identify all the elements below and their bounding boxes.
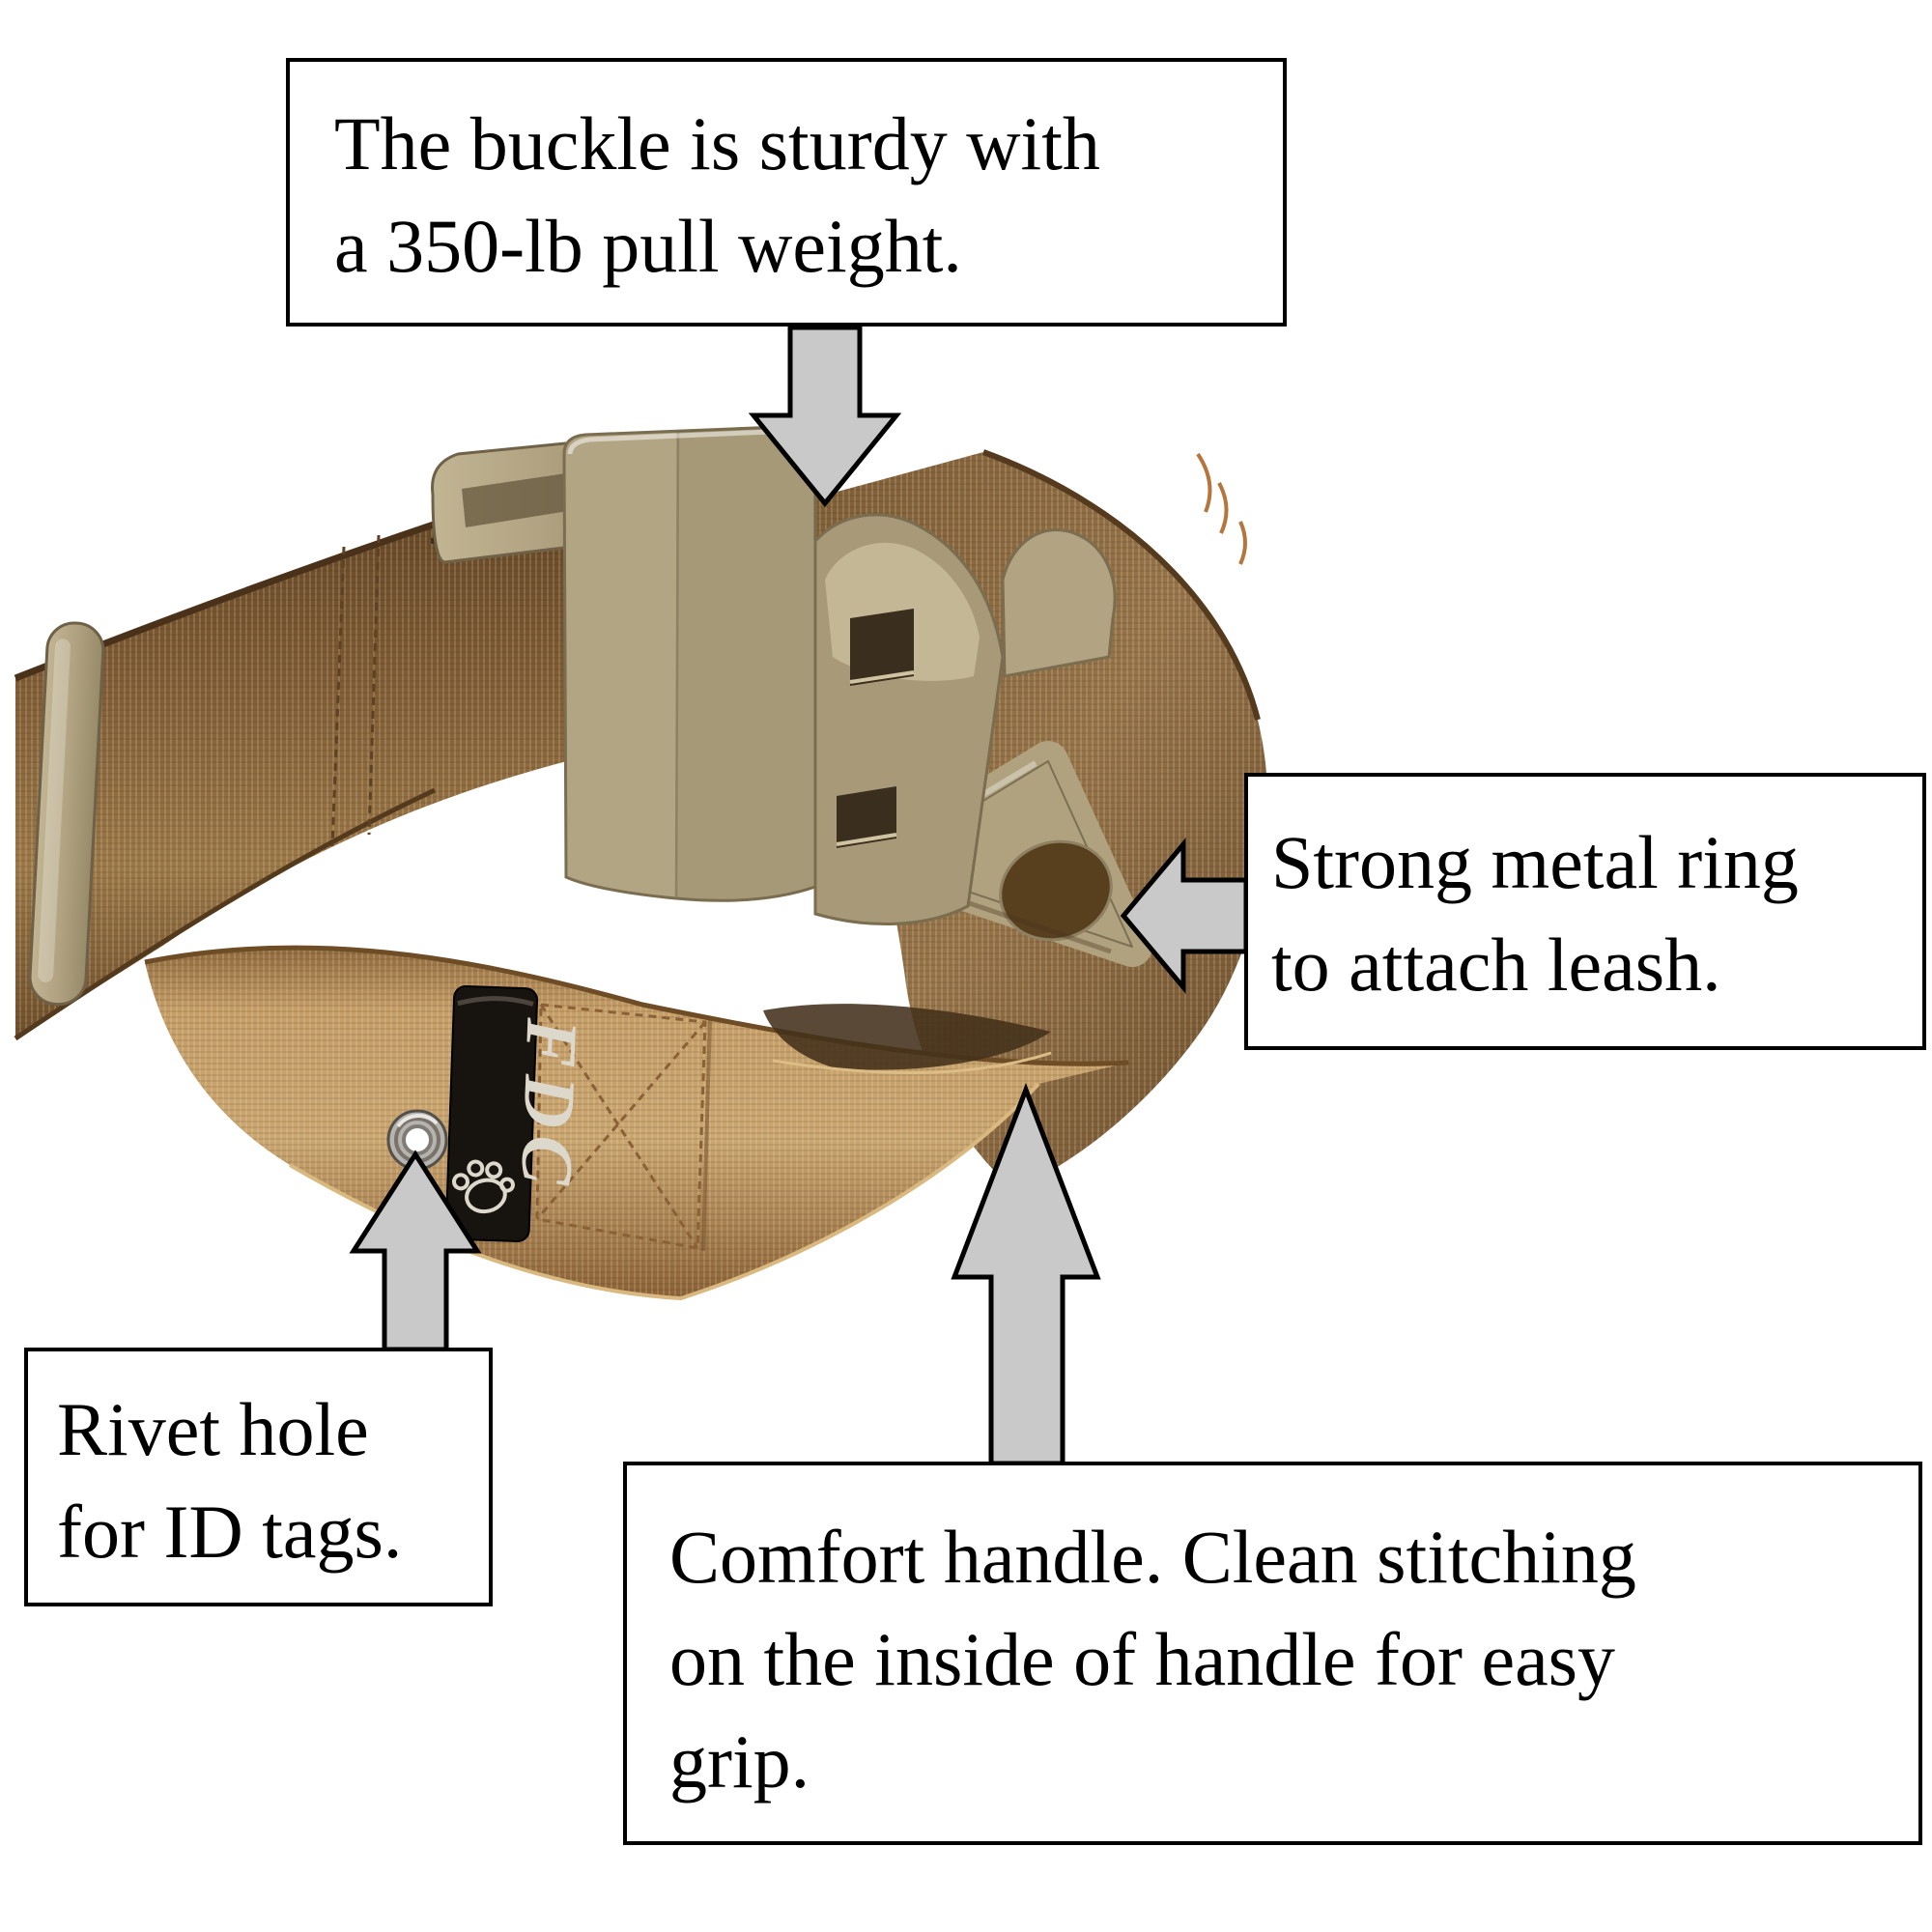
frayed-stitching <box>1196 452 1247 565</box>
callout-ring: Strong metal ring to attach leash. <box>1244 773 1926 1050</box>
callout-text-line: for ID tags. <box>57 1490 403 1574</box>
callout-text-line: The buckle is sturdy with <box>334 101 1100 185</box>
paw-icon <box>451 1159 515 1214</box>
comfort-handle <box>763 1004 1051 1070</box>
callout-text-line: grip. <box>669 1719 810 1804</box>
callout-handle: Comfort handle. Clean stitching on the i… <box>623 1462 1922 1845</box>
callout-text-line: Comfort handle. Clean stitching <box>669 1515 1636 1599</box>
fdc-tag: FDC <box>444 984 592 1243</box>
rivet-grommet <box>386 1109 448 1171</box>
slider-triglide <box>28 621 105 1007</box>
buckle-body <box>562 425 817 902</box>
seam-stitch <box>330 546 346 847</box>
callout-buckle: The buckle is sturdy with a 350-lb pull … <box>286 58 1287 327</box>
buckle-right-lobe <box>1001 528 1117 678</box>
handle-arrow <box>951 1082 1101 1466</box>
callout-rivet: Rivet hole for ID tags. <box>24 1348 493 1606</box>
ring-arrow <box>1120 838 1249 994</box>
buckle-slot <box>837 786 896 848</box>
callout-text-line: Strong metal ring <box>1271 820 1799 904</box>
box-x-stitching <box>535 1003 707 1250</box>
callout-text-line: on the inside of handle for easy <box>669 1617 1616 1701</box>
rivet-arrow <box>349 1150 482 1352</box>
tag-label: FDC <box>505 1016 592 1194</box>
callout-text-line: a 350-lb pull weight. <box>334 204 962 288</box>
buckle-slot <box>850 609 914 686</box>
callout-text-line: Rivet hole <box>57 1387 369 1471</box>
callout-text-line: to attach leash. <box>1271 923 1721 1007</box>
buckle-arrow <box>748 325 902 507</box>
seam-stitch <box>367 534 381 836</box>
side-release-buckle <box>430 425 1117 925</box>
